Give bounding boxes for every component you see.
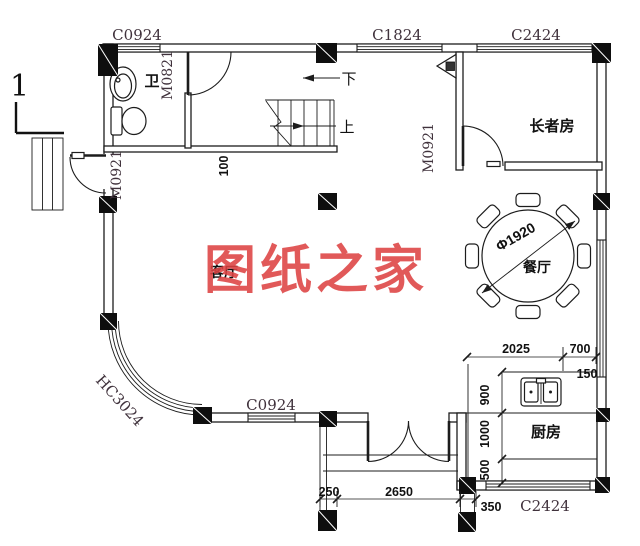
door-label-m0821: M0821 [160, 50, 176, 100]
room-label-living: 客厅 [209, 264, 238, 280]
dim-350: 350 [481, 500, 502, 514]
window-c0924-bottom [247, 412, 296, 423]
stair-break-line [265, 100, 292, 147]
stair-up-arrow-icon [293, 122, 304, 130]
dim-hall-100: 100 [217, 156, 231, 177]
corner-flue [435, 53, 457, 80]
stair-down-label: 下 [341, 71, 356, 88]
stair-up-label: 上 [339, 119, 354, 136]
dim-700: 700 [570, 342, 591, 356]
window-c2424-bottom [485, 480, 591, 491]
grid-axis-bracket [14, 102, 64, 135]
door-label-m0921-elder: M0921 [421, 123, 437, 173]
interior-walls [103, 51, 603, 171]
dimension-lines [315, 352, 601, 507]
dim-2650: 2650 [385, 485, 413, 499]
window-c0924-top [116, 43, 161, 53]
room-label-elder: 长者房 [529, 117, 574, 135]
dim-1000: 1000 [478, 420, 492, 448]
window-label-c0924-top: C0924 [112, 26, 162, 44]
kitchen-sink [520, 377, 562, 407]
window-c2424-top [476, 43, 593, 53]
bathroom-door [186, 51, 232, 96]
watermark-text: 图纸之家 [204, 240, 428, 301]
room-label-bathroom: 卫 [144, 73, 159, 90]
dim-150: 150 [577, 367, 598, 381]
dining-table [481, 209, 575, 303]
entry-door [69, 151, 107, 194]
elder-room-door [461, 125, 504, 168]
window-c1824-top [356, 43, 443, 53]
dim-2025: 2025 [502, 342, 530, 356]
structural-columns [97, 42, 612, 533]
dim-500: 500 [478, 460, 492, 481]
window-right-side [596, 239, 607, 378]
window-label-c2424-bottom: C2424 [520, 497, 570, 515]
toilet [110, 106, 147, 136]
kitchen-layout [466, 347, 597, 483]
stair-down-arrow-icon [303, 74, 314, 82]
window-label-c1824: C1824 [372, 26, 422, 44]
dim-250: 250 [319, 485, 340, 499]
window-label-hc3024: HC3024 [92, 371, 147, 430]
dining-table-set [464, 192, 592, 320]
door-label-m0921-entry: M0921 [109, 150, 125, 200]
windows [116, 43, 607, 491]
room-label-dining: 餐厅 [522, 259, 551, 275]
dim-900: 900 [478, 385, 492, 406]
window-label-c2424-top: C2424 [511, 26, 561, 44]
terrace-double-door [366, 420, 451, 463]
doors [69, 51, 504, 463]
staircase [265, 74, 340, 147]
curved-corner-window [107, 320, 203, 416]
table-diameter-line [481, 220, 576, 294]
room-label-kitchen: 厨房 [531, 423, 561, 441]
window-label-c0924-bottom: C0924 [246, 396, 296, 414]
entry-door-opening [102, 154, 115, 189]
entry-porch-steps [31, 137, 64, 211]
grid-axis-label: 1 [10, 69, 29, 104]
